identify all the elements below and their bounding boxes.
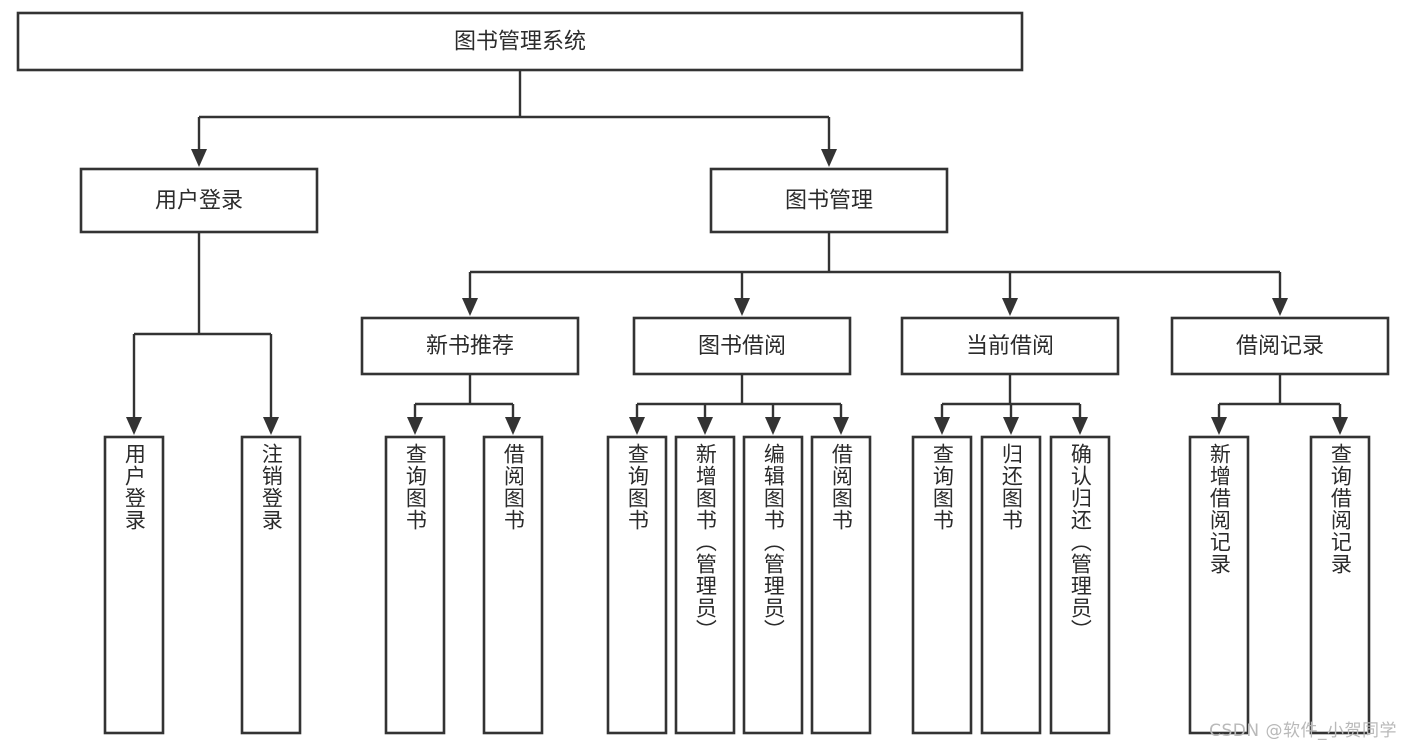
node-label-horizontal: 用户登录 <box>155 189 243 214</box>
arrow-head-icon <box>734 298 750 316</box>
node-label-horizontal: 新书推荐 <box>426 334 514 359</box>
node-借阅记录-17 <box>1170 316 1390 376</box>
arrow-head-icon <box>833 417 849 435</box>
node-查询图书-6 <box>384 435 446 735</box>
node-box <box>911 435 973 735</box>
node-box <box>632 316 852 376</box>
arrow-head-icon <box>191 149 207 167</box>
node-确认归还管理员-16 <box>1049 435 1111 735</box>
node-box <box>360 316 580 376</box>
arrow-head-icon <box>407 417 423 435</box>
arrow-head-icon <box>697 417 713 435</box>
node-label-horizontal: 图书管理系统 <box>454 30 586 55</box>
connector-layer <box>126 70 1348 435</box>
arrow-head-icon <box>1003 417 1019 435</box>
arrow-head-icon <box>462 298 478 316</box>
node-查询图书-14 <box>911 435 973 735</box>
arrow-head-icon <box>765 417 781 435</box>
node-图书管理系统-0 <box>16 11 1024 72</box>
node-新增图书管理员-10 <box>674 435 736 735</box>
node-用户登录-1 <box>79 167 319 234</box>
node-新增借阅记录-18 <box>1188 435 1250 735</box>
arrow-head-icon <box>934 417 950 435</box>
arrow-head-icon <box>629 417 645 435</box>
node-box <box>742 435 804 735</box>
arrow-head-icon <box>821 149 837 167</box>
arrow-head-icon <box>263 417 279 435</box>
node-借阅图书-7 <box>482 435 544 735</box>
node-图书借阅-8 <box>632 316 852 376</box>
arrow-head-icon <box>1072 417 1088 435</box>
node-当前借阅-13 <box>900 316 1120 376</box>
node-查询图书-9 <box>606 435 668 735</box>
node-box <box>240 435 302 735</box>
node-box <box>1309 435 1371 735</box>
node-用户登录-2 <box>103 435 165 735</box>
node-box <box>103 435 165 735</box>
node-box <box>709 167 949 234</box>
node-box <box>384 435 446 735</box>
node-box <box>980 435 1042 735</box>
node-box <box>16 11 1024 72</box>
node-label-horizontal: 图书管理 <box>785 189 873 214</box>
node-label-horizontal: 当前借阅 <box>966 334 1054 359</box>
node-box <box>674 435 736 735</box>
node-box <box>1170 316 1390 376</box>
arrow-head-icon <box>1272 298 1288 316</box>
node-借阅图书-12 <box>810 435 872 735</box>
arrow-head-icon <box>126 417 142 435</box>
node-box <box>1188 435 1250 735</box>
node-label-horizontal: 图书借阅 <box>698 334 786 359</box>
node-box <box>482 435 544 735</box>
node-box <box>79 167 319 234</box>
arrow-head-icon <box>1002 298 1018 316</box>
node-注销登录-3 <box>240 435 302 735</box>
node-label-horizontal: 借阅记录 <box>1236 334 1324 359</box>
node-归还图书-15 <box>980 435 1042 735</box>
node-图书管理-4 <box>709 167 949 234</box>
node-新书推荐-5 <box>360 316 580 376</box>
node-box <box>810 435 872 735</box>
node-box <box>606 435 668 735</box>
watermark-text: CSDN @软件_小贺同学 <box>1209 721 1397 741</box>
node-编辑图书管理员-11 <box>742 435 804 735</box>
node-box-layer <box>16 11 1390 735</box>
arrow-head-icon <box>1332 417 1348 435</box>
node-box <box>900 316 1120 376</box>
arrow-head-icon <box>505 417 521 435</box>
arrow-head-icon <box>1211 417 1227 435</box>
node-box <box>1049 435 1111 735</box>
node-查询借阅记录-19 <box>1309 435 1371 735</box>
